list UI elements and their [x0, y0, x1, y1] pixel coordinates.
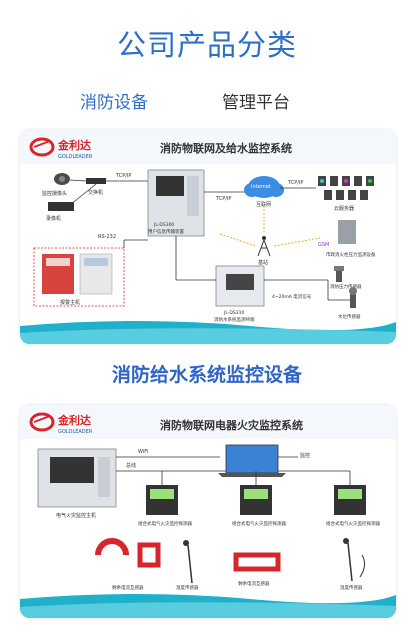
switch-icon	[86, 178, 106, 184]
page-title: 公司产品分类	[116, 28, 297, 62]
brand-name-en: GOLDLEADER	[58, 429, 93, 435]
category-tabs: 消防设备 管理平台	[0, 88, 414, 114]
laptop-icon	[218, 444, 286, 477]
product-diagram-electrical: 金利达 GOLDLEADER 消防物联网电器火灾监控系统 电气火灾监控主机 Wi…	[20, 405, 396, 618]
label-alarm-host: 报警主机	[60, 299, 80, 306]
label-detector-2: 组合式电气火灾监控探测器	[232, 520, 286, 527]
label-tcpip-left: TCP/IP	[115, 173, 131, 179]
label-monitor: 监控	[300, 452, 310, 459]
label-temp-2: 温度传感器	[340, 584, 363, 591]
brand-name: 金利达	[57, 138, 91, 152]
diagram-title-2: 消防物联网电器火灾监控系统	[160, 418, 303, 432]
server-cluster-icon	[318, 176, 374, 200]
label-nvr: 录像机	[46, 215, 61, 222]
level-sensor-icon	[349, 287, 357, 308]
product-diagram-water: 金利达 GOLDLEADER 消防物联网及给水监控系统 监控摄像头 交换机 录像…	[20, 130, 396, 344]
tab-fire-equipment[interactable]: 消防设备	[80, 93, 148, 113]
label-rs232: RS-232	[98, 234, 116, 240]
temperature-sensor-icon	[183, 538, 366, 584]
label-internet: Internet	[251, 184, 271, 190]
label-tcpip-center: TCP/IP	[215, 196, 231, 202]
brand-logo-icon	[29, 137, 55, 157]
label-tcpip-right: TCP/IP	[287, 180, 303, 186]
label-device-desc: 用户信息传输装置	[148, 228, 184, 235]
label-net: 互联网	[256, 201, 271, 208]
label-detector-1: 组合式电气火灾监控探测器	[138, 520, 192, 527]
brand-logo-icon	[29, 412, 55, 432]
label-level-sensor: 水位传感器	[338, 313, 361, 320]
label-residual-2: 剩余电流互感器	[238, 580, 270, 587]
label-temp-1: 温度传感器	[176, 584, 199, 591]
pressure-sensor-icon	[334, 266, 344, 282]
nvr-icon	[48, 202, 74, 211]
label-detector-3: 组合式电气火灾监控探测器	[326, 520, 380, 527]
base-station-icon	[257, 236, 271, 257]
camera-icon	[54, 173, 70, 185]
label-device-model: JL-DS300	[153, 222, 174, 228]
brand-name-en: GOLDLEADER	[58, 154, 93, 160]
label-camera: 监控摄像头	[42, 190, 67, 197]
residual-current-transformer-icon	[95, 538, 281, 572]
label-hub-desc: 消防水系统监测终端	[214, 316, 255, 323]
label-cloud-server: 云服务器	[334, 205, 354, 212]
label-pressure-sensor: 消防压力传感器	[330, 283, 362, 290]
product-card-water-monitoring[interactable]: 金利达 GOLDLEADER 消防物联网及给水监控系统 监控摄像头 交换机 录像…	[20, 130, 396, 344]
label-bus: 总线	[126, 462, 136, 469]
label-signal: 4~20mA 电流信号	[272, 293, 312, 300]
tab-management-platform[interactable]: 管理平台	[222, 93, 290, 113]
label-gsm: GSM	[318, 242, 329, 248]
diagram-title: 消防物联网及给水监控系统	[160, 141, 292, 155]
product-caption-water[interactable]: 消防给水系统监控设备	[111, 364, 302, 386]
label-base-station: 基站	[258, 259, 268, 266]
detector-icon	[146, 485, 366, 515]
label-hub-model: JL-DS310	[223, 310, 244, 316]
label-wifi: WiFi	[138, 449, 148, 455]
label-residual-1: 剩余电流互感器	[112, 584, 144, 591]
label-pressure-monitor: 市政消火栓压力监测设备	[326, 251, 376, 258]
brand-name: 金利达	[57, 413, 91, 427]
pressure-monitor-icon	[338, 220, 356, 244]
label-switch: 交换机	[88, 189, 103, 196]
internet-cloud-icon	[244, 176, 284, 198]
product-card-electrical-fire[interactable]: 金利达 GOLDLEADER 消防物联网电器火灾监控系统 电气火灾监控主机 Wi…	[20, 405, 396, 618]
label-host: 电气火灾监控主机	[56, 512, 96, 519]
